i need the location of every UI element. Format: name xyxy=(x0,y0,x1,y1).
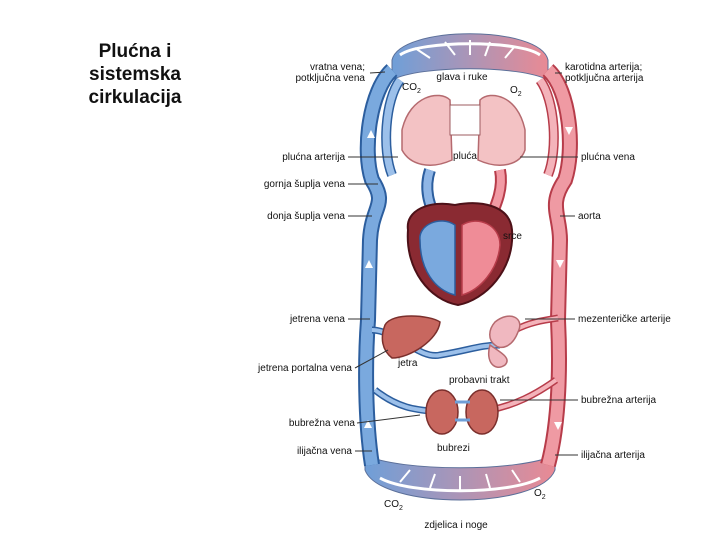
arrow-up-vein-2 xyxy=(365,260,373,268)
label-kidneys: bubrezi xyxy=(437,443,470,454)
label-pelvis-legs: zdjelica i noge xyxy=(424,520,488,531)
label-renal-artery: bubrežna arterija xyxy=(581,395,657,406)
label-hepatic-vein: jetrena vena xyxy=(289,314,345,325)
arrow-down-artery-3 xyxy=(554,422,562,430)
label-renal-vein: bubrežna vena xyxy=(288,418,355,429)
arrow-up-vein-1 xyxy=(367,130,375,138)
legs-capillary-bed xyxy=(364,454,556,501)
head-capillary-bed xyxy=(391,33,549,81)
label-carotid-artery: karotidna arterija; potključna arterija xyxy=(565,62,643,84)
heart xyxy=(406,202,514,307)
label-co2-top: CO2 xyxy=(402,82,421,97)
label-o2-top: O2 xyxy=(510,85,522,100)
label-co2-top-sub: 2 xyxy=(417,88,421,95)
flow-arrows xyxy=(364,127,573,430)
label-superior-vena-cava: gornja šuplja vena xyxy=(263,179,345,190)
lungs xyxy=(401,94,526,166)
label-liver: jetra xyxy=(398,358,418,369)
label-co2-bottom-sub: 2 xyxy=(399,505,403,512)
label-o2-top-sub: 2 xyxy=(517,91,522,98)
leader-lines xyxy=(348,71,578,456)
label-o2-top-text: O xyxy=(510,85,518,96)
label-hepatic-portal-vein: jetrena portalna vena xyxy=(258,363,352,374)
label-neck-vein-line2: potključna vena xyxy=(295,73,366,84)
label-pulmonary-artery: plućna arterija xyxy=(282,152,345,163)
label-iliac-vein: ilijačna vena xyxy=(296,446,352,457)
label-carotid-line1: karotidna arterija; xyxy=(565,62,643,73)
title-line-3: cirkulacija xyxy=(88,87,182,108)
label-co2-bottom: CO2 xyxy=(384,499,403,514)
label-pulmonary-vein: plućna vena xyxy=(581,152,635,163)
label-o2-bottom-sub: 2 xyxy=(541,494,546,501)
arrow-down-artery-1 xyxy=(565,127,573,135)
label-lungs: pluća xyxy=(453,151,477,162)
kidneys xyxy=(425,389,499,435)
title-line-1: Plućna i xyxy=(98,41,172,62)
arrow-down-artery-2 xyxy=(556,260,564,268)
diagram-title: Plućna i sistemska cirkulacija xyxy=(60,40,210,109)
label-neck-vein-line1: vratna vena; xyxy=(309,62,365,73)
label-o2-bottom-text: O xyxy=(534,488,542,499)
systemic-vein xyxy=(358,64,405,467)
label-iliac-artery: ilijačna arterija xyxy=(581,450,645,461)
label-head-arms: glava i ruke xyxy=(436,72,488,83)
label-mesenteric-arteries: mezenteričke arterije xyxy=(578,314,671,325)
digestive-tract xyxy=(488,315,521,368)
arrow-up-vein-3 xyxy=(364,420,372,428)
title-line-2: sistemska xyxy=(89,64,181,85)
liver xyxy=(381,315,441,359)
label-co2-bottom-text: CO xyxy=(384,499,399,510)
label-digestive-tract: probavni trakt xyxy=(449,375,510,386)
systemic-artery xyxy=(535,64,578,468)
label-co2-top-text: CO xyxy=(402,82,417,93)
label-heart: srce xyxy=(503,231,522,242)
label-o2-bottom: O2 xyxy=(534,488,546,503)
label-neck-vein: vratna vena; potključna vena xyxy=(270,62,366,84)
label-inferior-vena-cava: donja šuplja vena xyxy=(267,211,345,222)
label-aorta: aorta xyxy=(578,211,601,222)
label-carotid-line2: potključna arterija xyxy=(565,73,644,84)
